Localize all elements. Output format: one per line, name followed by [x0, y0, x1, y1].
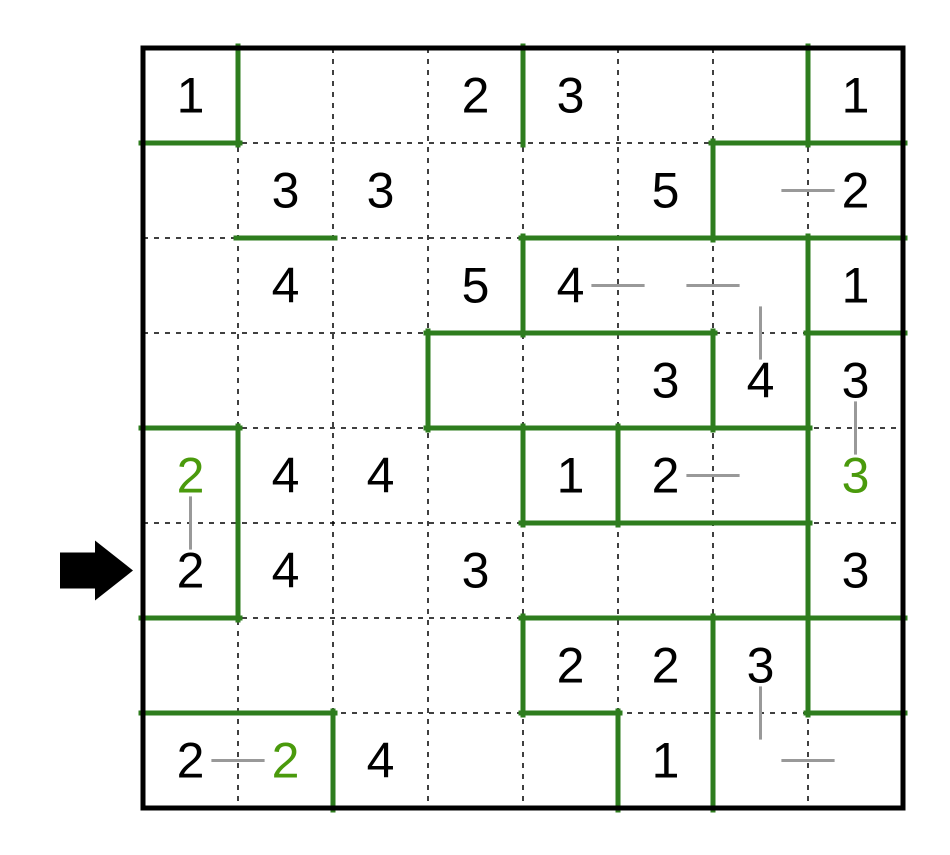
clue-digit[interactable]: 5 — [652, 163, 680, 219]
clue-digit[interactable]: 3 — [272, 163, 300, 219]
clue-digit[interactable]: 4 — [747, 353, 775, 409]
clue-digit[interactable]: 2 — [652, 638, 680, 694]
clue-digit[interactable]: 4 — [367, 448, 395, 504]
clue-digit[interactable]: 3 — [462, 543, 490, 599]
clue-digit[interactable]: 3 — [842, 543, 870, 599]
clue-digit[interactable]: 3 — [652, 353, 680, 409]
clue-digit[interactable]: 3 — [842, 353, 870, 409]
clue-digit[interactable]: 2 — [842, 163, 870, 219]
clue-digit[interactable]: 4 — [367, 733, 395, 789]
arrow-right-icon — [60, 540, 133, 601]
clue-digit[interactable]: 2 — [462, 68, 490, 124]
clue-digit[interactable]: 3 — [747, 638, 775, 694]
clue-digit[interactable]: 3 — [557, 68, 585, 124]
clue-digit[interactable]: 1 — [842, 68, 870, 124]
clue-digit[interactable]: 1 — [652, 733, 680, 789]
board-frame — [140, 45, 906, 811]
clue-digit[interactable]: 4 — [272, 258, 300, 314]
clue-digit[interactable]: 2 — [177, 733, 205, 789]
region-borders — [138, 43, 908, 813]
clue-digit[interactable]: 4 — [272, 448, 300, 504]
clue-digit[interactable]: 2 — [272, 733, 300, 789]
row-pointer-arrow-icon — [60, 540, 133, 601]
clue-digit[interactable]: 4 — [272, 543, 300, 599]
clue-digits[interactable]: 1 2 3 1 3 3 5 2 4 5 4 1 3 4 3 2 4 4 1 2 3 2 4 3 3 2 2 3 2 2 4 1 — [177, 68, 870, 789]
clue-digit[interactable]: 1 — [842, 258, 870, 314]
clue-digit[interactable]: 3 — [842, 448, 870, 504]
clue-digit[interactable]: 1 — [557, 448, 585, 504]
outer-frame — [140, 45, 906, 811]
connector-marks — [189, 189, 857, 762]
clue-digit[interactable]: 2 — [652, 448, 680, 504]
clue-digit[interactable]: 2 — [557, 638, 585, 694]
clue-digit[interactable]: 1 — [177, 68, 205, 124]
clue-digit[interactable]: 2 — [177, 543, 205, 599]
clue-digit[interactable]: 5 — [462, 258, 490, 314]
clue-digit[interactable]: 4 — [557, 258, 585, 314]
clue-digit[interactable]: 3 — [367, 163, 395, 219]
clue-digit[interactable]: 2 — [177, 448, 205, 504]
